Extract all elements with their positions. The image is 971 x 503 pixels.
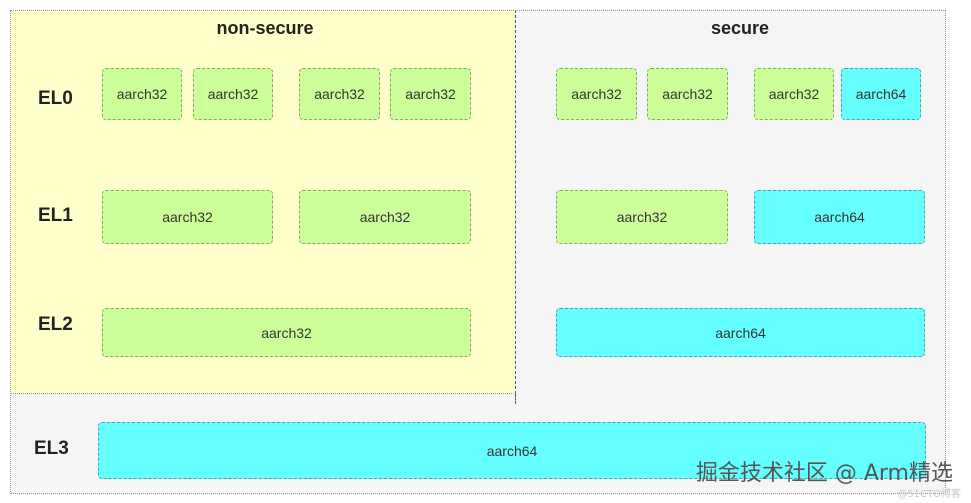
s-el2-box: aarch64: [556, 308, 925, 357]
s-el1-box-2: aarch64: [754, 190, 925, 244]
watermark-sub-text: @51CTO博客: [897, 489, 961, 500]
el2-label: EL2: [38, 314, 73, 335]
s-el0-box-4: aarch64: [841, 68, 921, 120]
el3-label: EL3: [34, 438, 69, 459]
ns-el0-box-1: aarch32: [102, 68, 182, 120]
s-el0-box-1: aarch32: [556, 68, 637, 120]
el3-box: aarch64: [98, 422, 926, 479]
watermark-text: 掘金技术社区 @ Arm精选: [695, 461, 953, 486]
world-divider: [515, 394, 516, 404]
s-el1-box-1: aarch32: [556, 190, 728, 244]
non-secure-title: non-secure: [216, 18, 314, 38]
secure-title: secure: [710, 18, 770, 38]
s-el0-box-3: aarch32: [754, 68, 834, 120]
ns-el0-box-4: aarch32: [390, 68, 471, 120]
s-el0-box-2: aarch32: [647, 68, 728, 120]
ns-el2-box: aarch32: [102, 308, 471, 357]
ns-el0-box-2: aarch32: [193, 68, 273, 120]
el1-label: EL1: [38, 205, 73, 226]
ns-el0-box-3: aarch32: [299, 68, 380, 120]
ns-el1-box-1: aarch32: [102, 190, 273, 244]
el0-label: EL0: [38, 88, 73, 109]
ns-el1-box-2: aarch32: [299, 190, 471, 244]
